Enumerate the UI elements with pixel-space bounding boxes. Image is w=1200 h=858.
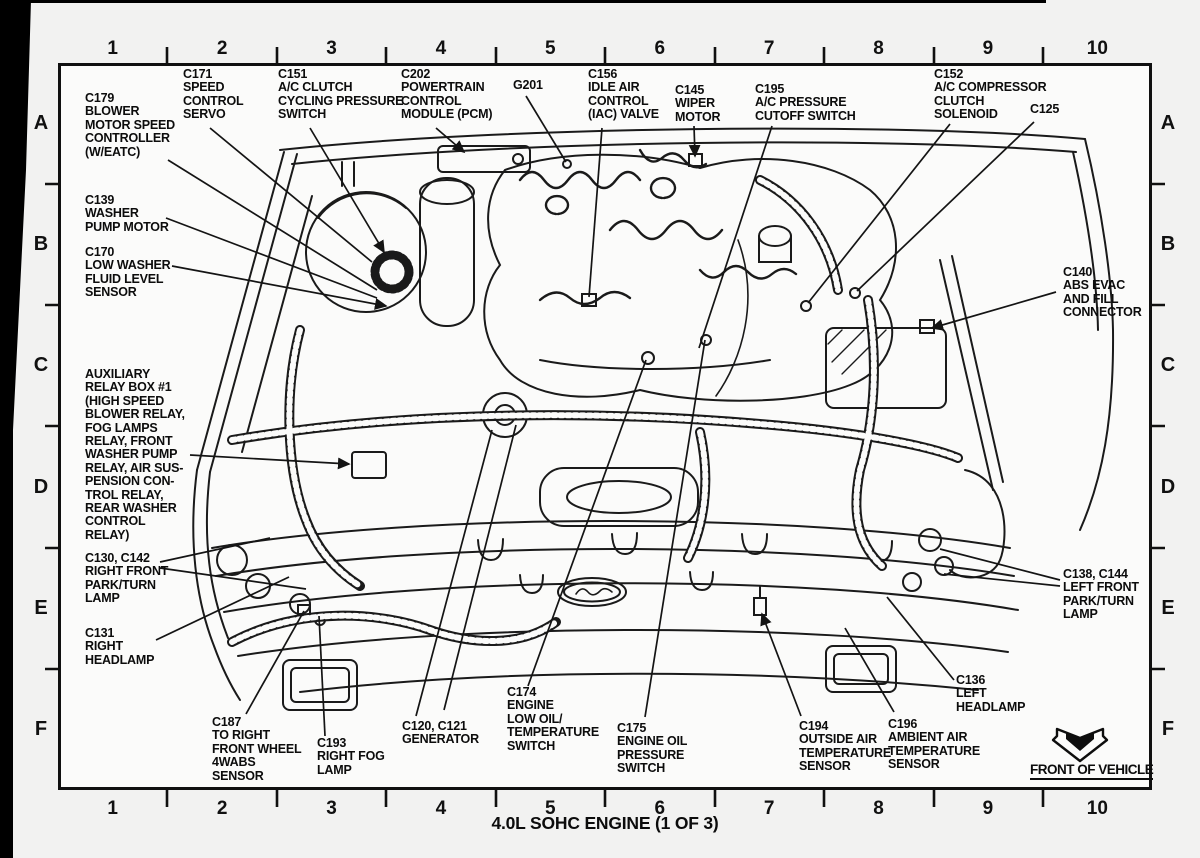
grid-row-label: D bbox=[1160, 475, 1176, 498]
grid-row-label: B bbox=[33, 233, 49, 256]
grid-row-label: A bbox=[33, 112, 49, 135]
grid-col-label: 7 bbox=[763, 38, 775, 59]
callout-c131: C131 RIGHT HEADLAMP bbox=[85, 626, 155, 667]
grid-ticks bbox=[45, 47, 1165, 807]
callout-c175: C175 ENGINE OIL PRESSURE SWITCH bbox=[617, 721, 688, 776]
callout-c130-c142: C130, C142 RIGHT FRONT PARK/TURN LAMP bbox=[85, 551, 169, 606]
diagram-title: 4.0L SOHC ENGINE (1 OF 3) bbox=[491, 813, 719, 833]
callout-c125: C125 bbox=[1030, 102, 1060, 116]
grid-col-label: 1 bbox=[107, 38, 118, 59]
grid-col-label: 2 bbox=[216, 38, 228, 59]
callout-c120-c121: C120, C121 GENERATOR bbox=[402, 719, 479, 747]
callout-c152: C152 A/C COMPRESSOR CLUTCH SOLENOID bbox=[934, 67, 1047, 122]
front-of-vehicle-arrow-icon bbox=[1051, 727, 1109, 763]
scan-edge-top bbox=[0, 0, 1046, 3]
grid-col-label: 5 bbox=[545, 38, 556, 59]
callout-g201: G201 bbox=[513, 78, 543, 92]
callout-c156: C156 IDLE AIR CONTROL (IAC) VALVE bbox=[588, 67, 659, 122]
grid-row-label: B bbox=[1160, 233, 1176, 256]
grid-col-label: 9 bbox=[982, 38, 994, 59]
grid-col-label: 10 bbox=[1086, 798, 1108, 819]
callout-c195: C195 A/C PRESSURE CUTOFF SWITCH bbox=[755, 82, 856, 123]
grid-col-label: 8 bbox=[873, 798, 884, 819]
grid-col-label: 6 bbox=[654, 38, 666, 59]
grid-row-label: C bbox=[33, 354, 49, 377]
callout-c140: C140 ABS EVAC AND FILL CONNECTOR bbox=[1063, 265, 1142, 320]
grid-rows-left: A B C D E F bbox=[28, 63, 54, 790]
engine-line-art bbox=[192, 127, 1115, 711]
grid-col-label: 9 bbox=[982, 798, 994, 819]
callout-c139: C139 WASHER PUMP MOTOR bbox=[85, 193, 169, 234]
grid-col-label: 1 bbox=[107, 798, 118, 819]
grid-col-label: 3 bbox=[326, 798, 337, 819]
grid-row-label: C bbox=[1160, 354, 1176, 377]
callout-aux-relay-box: AUXILIARY RELAY BOX #1 (HIGH SPEED BLOWE… bbox=[85, 367, 185, 542]
callout-c193: C193 RIGHT FOG LAMP bbox=[317, 736, 385, 777]
callout-c202: C202 POWERTRAIN CONTROL MODULE (PCM) bbox=[401, 67, 493, 122]
grid-col-label: 7 bbox=[763, 798, 775, 819]
callout-c145: C145 WIPER MOTOR bbox=[675, 83, 721, 124]
callout-c170: C170 LOW WASHER FLUID LEVEL SENSOR bbox=[85, 245, 171, 300]
callout-c179: C179 BLOWER MOTOR SPEED CONTROLLER (W/EA… bbox=[85, 91, 175, 159]
callout-c194: C194 OUTSIDE AIR TEMPERATURE SENSOR bbox=[799, 719, 892, 774]
callout-c171: C171 SPEED CONTROL SERVO bbox=[183, 67, 244, 122]
grid-ruler-bottom: 1 2 3 4 5 6 7 8 9 10 bbox=[58, 794, 1152, 828]
callout-c196: C196 AMBIENT AIR TEMPERATURE SENSOR bbox=[888, 717, 981, 772]
front-of-vehicle-label: FRONT OF VEHICLE bbox=[1030, 762, 1154, 780]
leader-lines bbox=[155, 95, 1061, 737]
grid-col-label: 10 bbox=[1086, 38, 1108, 59]
grid-row-label: E bbox=[1161, 596, 1175, 619]
callout-c151: C151 A/C CLUTCH CYCLING PRESSURE SWITCH bbox=[278, 67, 404, 122]
callout-c187: C187 TO RIGHT FRONT WHEEL 4WABS SENSOR bbox=[212, 715, 302, 783]
callout-c138-c144: C138, C144 LEFT FRONT PARK/TURN LAMP bbox=[1063, 567, 1139, 622]
grid-col-label: 4 bbox=[435, 798, 447, 819]
grid-row-label: E bbox=[34, 596, 48, 619]
grid-col-label: 8 bbox=[873, 38, 884, 59]
scan-edge-left bbox=[0, 0, 31, 858]
callout-c174: C174 ENGINE LOW OIL/ TEMPERATURE SWITCH bbox=[507, 685, 600, 753]
grid-row-label: D bbox=[33, 475, 49, 498]
grid-row-label: F bbox=[1161, 717, 1175, 740]
ford-logo bbox=[557, 577, 627, 607]
grid-col-label: 3 bbox=[326, 38, 337, 59]
grid-col-label: 4 bbox=[435, 38, 447, 59]
grid-ruler-top: 1 2 3 4 5 6 7 8 9 10 bbox=[58, 30, 1152, 60]
grid-row-label: A bbox=[1160, 112, 1176, 135]
grid-rows-right: A B C D E F bbox=[1155, 63, 1181, 790]
grid-row-label: F bbox=[34, 717, 48, 740]
grid-col-label: 5 bbox=[545, 798, 556, 819]
callout-c136: C136 LEFT HEADLAMP bbox=[956, 673, 1026, 714]
grid-col-label: 2 bbox=[216, 798, 228, 819]
grid-col-label: 6 bbox=[654, 798, 666, 819]
